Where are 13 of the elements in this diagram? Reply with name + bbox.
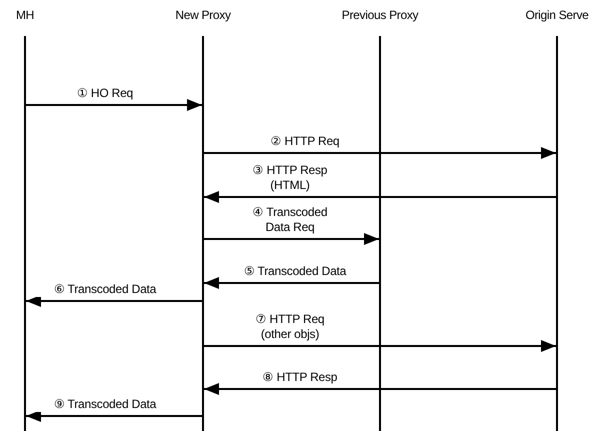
participant-label: New Proxy xyxy=(175,8,231,22)
participant-label: MH xyxy=(16,8,34,22)
message-arrow xyxy=(204,147,556,159)
participant-label: Origin Serve xyxy=(525,8,589,22)
message-arrow xyxy=(204,340,556,352)
message-arrow xyxy=(26,99,202,111)
message-arrow xyxy=(204,191,556,203)
message-arrow xyxy=(26,295,202,307)
message-arrow xyxy=(204,233,379,245)
message-arrow xyxy=(204,277,379,289)
participant-label: Previous Proxy xyxy=(342,8,418,22)
message-arrow xyxy=(26,410,202,422)
message-arrow xyxy=(204,383,556,395)
